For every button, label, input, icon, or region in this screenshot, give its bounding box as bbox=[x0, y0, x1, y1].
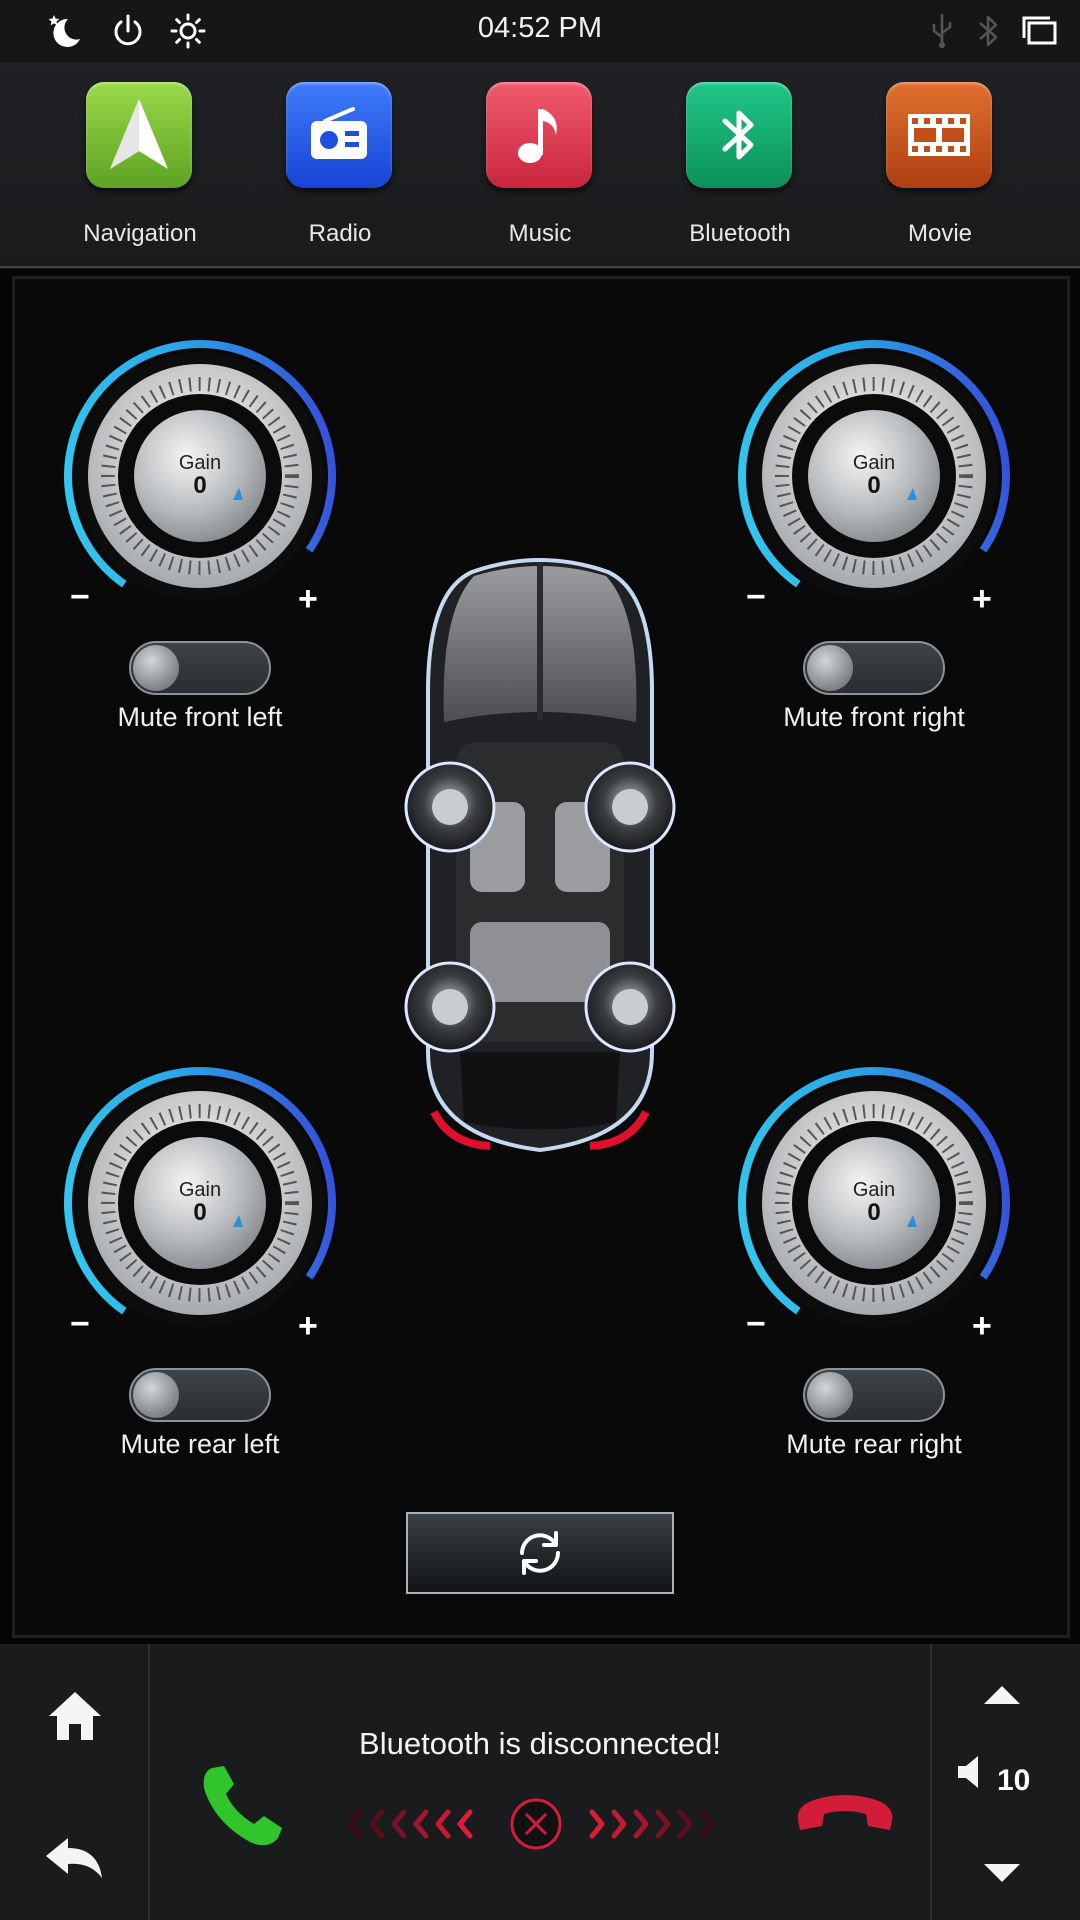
gain-minus-button[interactable]: − bbox=[70, 578, 90, 616]
speaker-icon-rear-left bbox=[404, 961, 496, 1053]
mute-toggle-front-right[interactable] bbox=[803, 641, 945, 695]
mute-toggle-front-left[interactable] bbox=[129, 641, 271, 695]
reset-balance-button[interactable] bbox=[406, 1512, 674, 1594]
bottom-dock: Bluetooth is disconnected! bbox=[0, 1644, 1080, 1920]
answer-call-icon[interactable] bbox=[198, 1760, 290, 1852]
gain-minus-button[interactable]: − bbox=[746, 578, 766, 616]
gain-minus-button[interactable]: − bbox=[70, 1305, 90, 1343]
gain-knob-rear-left[interactable]: Gain 0 bbox=[60, 1063, 340, 1343]
app-radio[interactable]: Radio bbox=[240, 62, 440, 269]
bluetooth-status-message: Bluetooth is disconnected! bbox=[359, 1726, 721, 1761]
gain-plus-button[interactable]: + bbox=[972, 580, 992, 618]
volume-up-arrow-icon[interactable] bbox=[980, 1682, 1024, 1708]
radio-icon[interactable] bbox=[286, 82, 392, 188]
app-movie[interactable]: Movie bbox=[840, 62, 1040, 269]
refresh-icon bbox=[520, 1531, 560, 1575]
film-icon[interactable] bbox=[886, 82, 992, 188]
gain-plus-button[interactable]: + bbox=[972, 1307, 992, 1345]
night-mode-icon[interactable] bbox=[44, 11, 84, 51]
power-icon[interactable] bbox=[108, 11, 148, 51]
speaker-icon-rear-right bbox=[584, 961, 676, 1053]
hang-up-icon[interactable] bbox=[792, 1786, 898, 1842]
gain-label: Gain bbox=[852, 1179, 896, 1201]
clock: 04:52 PM bbox=[477, 12, 603, 44]
gain-plus-button[interactable]: + bbox=[298, 1307, 318, 1345]
back-icon[interactable] bbox=[42, 1832, 106, 1884]
car-top-view-image bbox=[404, 558, 676, 1153]
volume-down-arrow-icon[interactable] bbox=[980, 1860, 1024, 1886]
gain-value: 0 bbox=[867, 472, 881, 499]
speaker-icon-front-right bbox=[584, 761, 676, 853]
gain-value: 0 bbox=[193, 472, 207, 499]
toggle-thumb bbox=[807, 1372, 853, 1418]
app-music[interactable]: Music bbox=[440, 62, 640, 269]
toggle-thumb bbox=[133, 1372, 179, 1418]
app-launcher-row: Navigation Radio Music Blu bbox=[0, 62, 1080, 269]
mute-toggle-rear-left[interactable] bbox=[129, 1368, 271, 1422]
speaker-icon-front-left bbox=[404, 761, 496, 853]
gain-plus-button[interactable]: + bbox=[298, 580, 318, 618]
mute-label: Mute front right bbox=[783, 702, 965, 732]
app-label: Bluetooth bbox=[689, 220, 791, 247]
toggle-thumb bbox=[807, 645, 853, 691]
home-icon[interactable] bbox=[45, 1686, 105, 1746]
gain-minus-button[interactable]: − bbox=[746, 1305, 766, 1343]
toggle-thumb bbox=[133, 645, 179, 691]
navigation-arrow-icon[interactable] bbox=[86, 82, 192, 188]
app-label: Radio bbox=[308, 220, 372, 247]
mute-label: Mute front left bbox=[117, 702, 283, 732]
gain-value: 0 bbox=[193, 1199, 207, 1226]
mute-label: Mute rear right bbox=[786, 1429, 962, 1459]
app-navigation[interactable]: Navigation bbox=[40, 62, 240, 269]
divider bbox=[0, 266, 1080, 268]
app-label: Movie bbox=[907, 220, 973, 247]
mute-toggle-rear-right[interactable] bbox=[803, 1368, 945, 1422]
mute-label: Mute rear left bbox=[120, 1429, 280, 1459]
gain-label: Gain bbox=[852, 452, 896, 474]
app-label: Music bbox=[508, 220, 572, 247]
windows-icon[interactable] bbox=[1020, 11, 1060, 51]
status-bar: 04:52 PM bbox=[0, 0, 1080, 62]
volume-level: 10 bbox=[997, 1764, 1031, 1797]
music-note-icon[interactable] bbox=[486, 82, 592, 188]
app-label: Navigation bbox=[83, 220, 197, 247]
gain-knob-rear-right[interactable]: Gain 0 bbox=[734, 1063, 1014, 1343]
gain-label: Gain bbox=[178, 1179, 222, 1201]
gain-value: 0 bbox=[867, 1199, 881, 1226]
speaker-icon bbox=[958, 1756, 978, 1788]
gain-knob-front-left[interactable]: Gain 0 bbox=[60, 336, 340, 616]
usb-icon bbox=[932, 13, 952, 49]
brightness-icon[interactable] bbox=[168, 11, 208, 51]
call-slider[interactable] bbox=[340, 1794, 740, 1854]
dock-nav-column bbox=[0, 1644, 150, 1920]
app-bluetooth[interactable]: Bluetooth bbox=[640, 62, 840, 269]
gain-knob-front-right[interactable]: Gain 0 bbox=[734, 336, 1014, 616]
bluetooth-icon bbox=[979, 15, 998, 47]
gain-label: Gain bbox=[178, 452, 222, 474]
bluetooth-icon[interactable] bbox=[686, 82, 792, 188]
dock-volume-column bbox=[930, 1644, 1080, 1920]
